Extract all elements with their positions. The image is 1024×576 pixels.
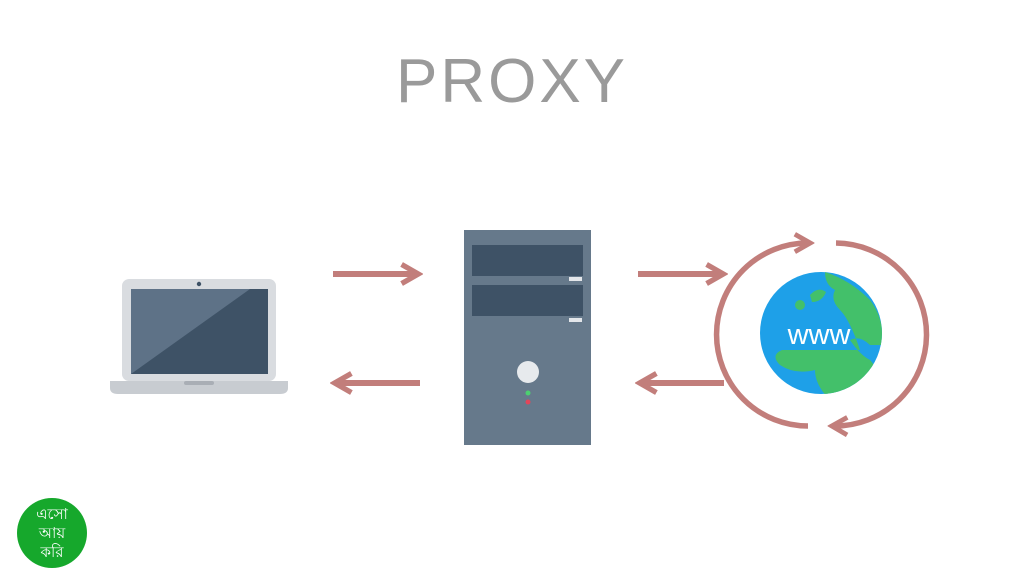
globe-label: www [787, 319, 852, 351]
badge-line-3: করি [40, 542, 64, 561]
globe-icon: www [760, 272, 882, 394]
logo-badge: এসো আয় করি [17, 498, 87, 568]
diagram-title: PROXY [395, 47, 629, 116]
badge-line-1: এসো [36, 504, 68, 523]
laptop-icon [110, 279, 288, 394]
badge-line-2: আয় [38, 523, 66, 542]
refresh-cycle-icon [713, 243, 930, 426]
proxy-server-icon [464, 230, 591, 445]
